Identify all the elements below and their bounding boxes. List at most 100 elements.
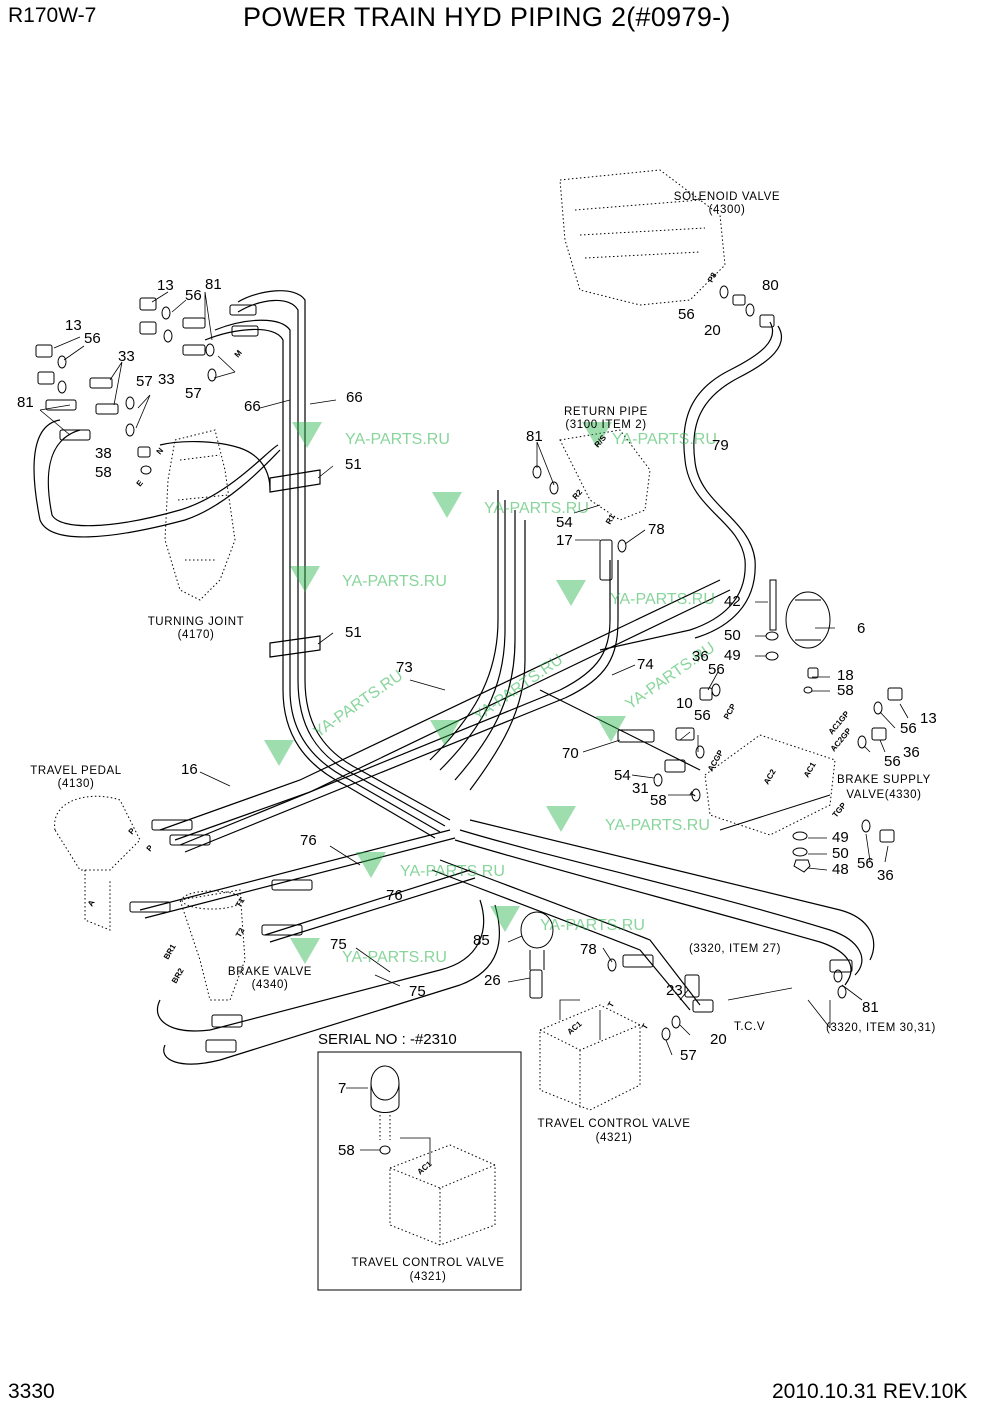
- part-number: 6: [857, 620, 865, 637]
- port-label: E: [135, 478, 146, 488]
- part-number: 13: [157, 277, 174, 294]
- part-number: 58: [837, 682, 854, 699]
- part-number: 76: [386, 887, 403, 904]
- part-number: 75: [409, 983, 426, 1000]
- brake-valve-shape: [179, 889, 246, 1001]
- inset-part-58: 58: [338, 1142, 355, 1159]
- watermark-logo: YA-PARTS.RU: [546, 806, 710, 834]
- port-label: AC1: [566, 1019, 584, 1037]
- turning-joint-shape: [164, 429, 236, 601]
- port-label: PCP: [722, 702, 738, 721]
- part-number: 51: [345, 624, 362, 641]
- part-number: 66: [346, 389, 363, 406]
- part-number: 38: [95, 445, 112, 462]
- brake-valve-name: BRAKE VALVE: [228, 966, 312, 978]
- svg-text:YA-PARTS.RU: YA-PARTS.RU: [311, 667, 407, 741]
- part-number: 70: [562, 745, 579, 762]
- port-label: TGP: [831, 800, 849, 819]
- part-number: 78: [580, 941, 597, 958]
- svg-text:YA-PARTS.RU: YA-PARTS.RU: [342, 949, 447, 966]
- return-pipe-name: RETURN PIPE: [564, 406, 648, 418]
- port-label: T1: [234, 896, 247, 909]
- part-number: 75: [330, 936, 347, 953]
- part-number: 13: [920, 710, 937, 727]
- revision-date: 2010.10.31 REV.10K: [772, 1380, 968, 1403]
- clamps: [269, 469, 321, 658]
- svg-text:YA-PARTS.RU: YA-PARTS.RU: [540, 917, 645, 934]
- part-number: 51: [345, 456, 362, 473]
- solenoid-valve-shape: [559, 169, 726, 306]
- watermark-logo: YA-PARTS.RU: [432, 492, 589, 518]
- watermark-logo: YA-PARTS.RU: [430, 651, 566, 746]
- fittings: [35, 294, 903, 1053]
- inset-part-7: 7: [338, 1080, 346, 1097]
- part-number: 16: [181, 761, 198, 778]
- port-label: BR2: [170, 966, 186, 985]
- part-number: 79: [712, 437, 729, 454]
- part-number: 57: [136, 373, 153, 390]
- part-number: 33: [118, 348, 135, 365]
- part-number: 42: [724, 593, 741, 610]
- brake-supply-valve-code: VALVE(4330): [846, 789, 921, 801]
- port-label: P: [145, 843, 156, 853]
- part-number: 56: [900, 720, 917, 737]
- part-number: 26: [484, 972, 501, 989]
- port-label: M: [233, 348, 244, 359]
- item3031-ref: (3320, ITEM 30,31): [826, 1022, 936, 1034]
- page-number: 3330: [8, 1380, 55, 1403]
- leader-lines: [39, 291, 909, 1165]
- part-number: 78: [648, 521, 665, 538]
- part-number: 85: [473, 932, 490, 949]
- solenoid-valve-name: SOLENOID VALVE: [674, 191, 780, 203]
- part-number: 10: [676, 695, 693, 712]
- component-labels: SOLENOID VALVE (4300) RETURN PIPE (3100 …: [30, 191, 936, 1144]
- port-label: N: [155, 446, 166, 456]
- port-label: P: [127, 826, 138, 836]
- part-number: 58: [650, 792, 667, 809]
- hoses: [33, 290, 875, 1065]
- return-pipe-code: (3100 ITEM 2): [565, 419, 646, 431]
- port-label: AC2: [762, 767, 778, 786]
- inset-serial: SERIAL NO : -#2310: [318, 1031, 457, 1048]
- part-number: 36: [903, 744, 920, 761]
- part-number: 49: [724, 647, 741, 664]
- accumulator-85: [520, 911, 554, 970]
- port-label-tcv: T.C.V: [734, 1021, 765, 1033]
- inset-valve-code: (4321): [410, 1271, 447, 1283]
- turning-joint-name: TURNING JOINT: [148, 616, 245, 628]
- part-number: 49: [832, 829, 849, 846]
- watermark-logo: YA-PARTS.RU: [490, 906, 645, 934]
- accumulator-6: [785, 591, 831, 649]
- part-callouts: 13 81 56 13 56 33 81 57 33 57 38 58 66 6…: [17, 276, 937, 1064]
- watermark-logo: YA-PARTS.RU: [264, 667, 406, 766]
- part-number: 23: [666, 982, 683, 999]
- serial-inset: SERIAL NO : -#2310 7 58 AC1 TRAVEL CONTR…: [317, 1031, 522, 1291]
- inset-valve-name: TRAVEL CONTROL VALVE: [351, 1257, 504, 1269]
- part-number: 76: [300, 832, 317, 849]
- part-number: 20: [710, 1031, 727, 1048]
- port-label: R1: [604, 512, 617, 526]
- watermark-logo: YA-PARTS.RU: [356, 852, 505, 880]
- part-number: 56: [694, 707, 711, 724]
- watermark-logo: YA-PARTS.RU: [292, 422, 450, 448]
- watermark-logo: YA-PARTS.RU: [290, 566, 447, 592]
- watermark-logo: YA-PARTS.RU: [582, 422, 717, 448]
- part-number: 57: [185, 385, 202, 402]
- part-number: 57: [680, 1047, 697, 1064]
- part-number: 20: [704, 322, 721, 339]
- port-label: A: [86, 898, 97, 908]
- diagram-title: POWER TRAIN HYD PIPING 2(#0979-): [243, 2, 731, 32]
- part-number: 73: [396, 659, 413, 676]
- part-number: 50: [832, 845, 849, 862]
- part-number: 17: [556, 532, 573, 549]
- port-label: AC1: [802, 760, 818, 779]
- brake-supply-valve-shape: [704, 734, 836, 836]
- svg-text:YA-PARTS.RU: YA-PARTS.RU: [342, 573, 447, 590]
- solenoid-valve-code: (4300): [709, 204, 746, 216]
- port-label: T: [640, 1022, 650, 1031]
- port-label: BR1: [162, 942, 178, 961]
- item27-ref: (3320, ITEM 27): [689, 943, 781, 955]
- port-label: T: [606, 1000, 616, 1009]
